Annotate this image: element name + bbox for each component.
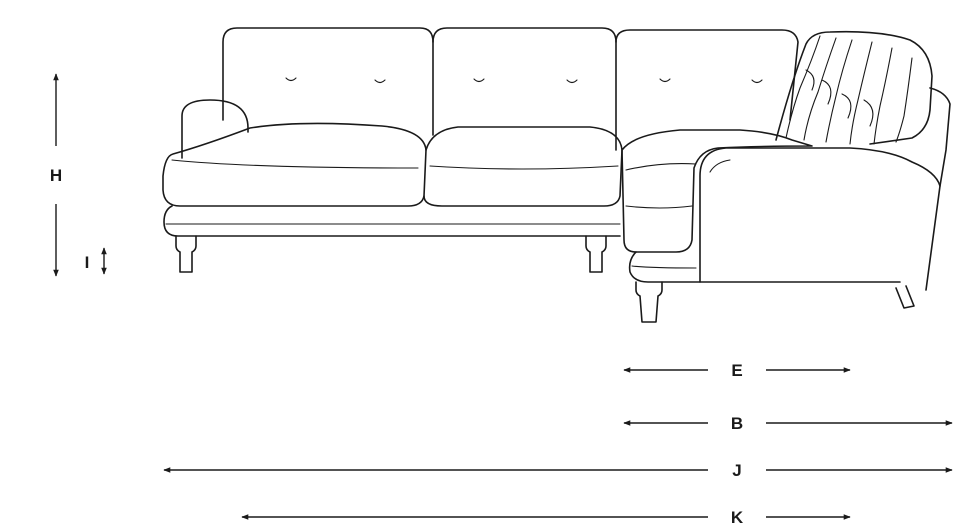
dimension-label-k: K [731,508,744,527]
seat-cushion-middle [423,126,623,207]
leg-chaise-front [635,281,663,323]
dimension-label-i: I [85,253,90,272]
leg-middle [585,235,607,273]
leg-chaise-back [895,285,915,309]
dimension-corner-width: B [623,414,953,433]
tufting-buttons [285,77,763,84]
dimension-chaise-depth: E [623,361,851,380]
dimension-seat-width: K [241,508,851,527]
dimension-seat-height: I [85,247,107,275]
back-cushion-left [222,27,434,136]
dimension-overall-width: J [163,461,953,480]
dimension-label-b: B [731,414,743,433]
seat-cushion-left [162,122,427,207]
arm-folds [785,35,913,145]
seat-cushion-corner [621,129,813,253]
back-cushion-right [615,29,799,121]
chaise-base [628,251,901,283]
dimension-label-h: H [50,166,62,185]
back-cushion-middle [432,27,617,151]
chaise-arm [699,147,941,291]
sofa-base [163,205,621,237]
corner-sofa-illustration [162,27,951,323]
left-arm [181,99,249,159]
dimension-label-j: J [732,461,741,480]
back-corner-arm [775,30,933,145]
dimension-label-e: E [731,361,742,380]
leg-left [175,235,197,273]
dimension-height: H [50,73,62,277]
